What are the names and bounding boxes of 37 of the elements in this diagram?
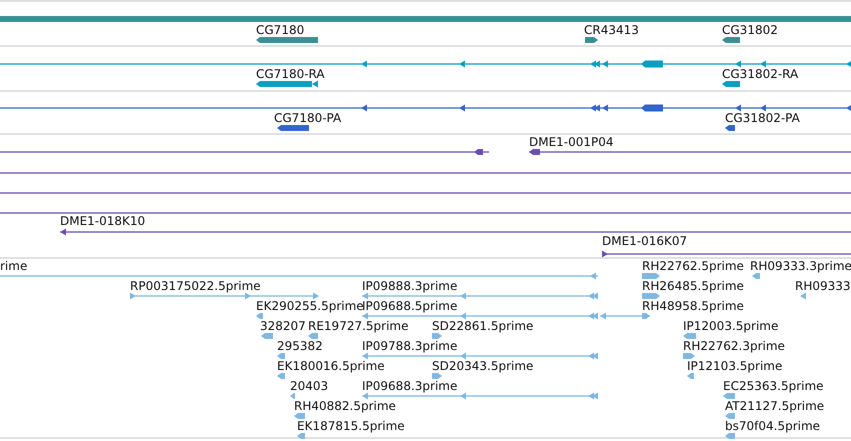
feature-label: DME1-016K07 bbox=[602, 234, 688, 248]
feature-label: DME1-001P04 bbox=[529, 135, 614, 149]
feature-label: bs70f04.5prime bbox=[725, 419, 820, 433]
feature-label: RH40882.5prime bbox=[294, 399, 396, 413]
feature-label: CR43413 bbox=[584, 23, 639, 37]
feature-label: SD20343.5prime bbox=[432, 359, 534, 373]
feature-label: RH22762.3prime bbox=[683, 339, 785, 353]
feature-label: RH09333 bbox=[795, 279, 851, 293]
feature-label: CG31802 bbox=[722, 23, 778, 37]
feature-label: 295382 bbox=[277, 339, 323, 353]
feature-label: IP12003.5prime bbox=[683, 319, 778, 333]
feature-label: RP003175022.5prime bbox=[130, 279, 261, 293]
feature-label: IP09688.5prime bbox=[362, 299, 458, 313]
feature-label: RH26485.5prime bbox=[642, 279, 744, 293]
feature-label: RH09333.3prime bbox=[750, 259, 851, 273]
feature-label: CG31802-PA bbox=[725, 111, 800, 125]
feature-label: EK290255.5prime bbox=[256, 299, 364, 313]
feature-label: 328207 bbox=[260, 319, 306, 333]
feature-label: CG7180-RA bbox=[256, 67, 325, 81]
feature-label: IP09788.3prime bbox=[362, 339, 458, 353]
feature-label: CG7180 bbox=[256, 23, 304, 37]
feature-label: RH48958.5prime bbox=[642, 299, 744, 313]
feature-label: IP09688.3prime bbox=[362, 379, 458, 393]
feature-label: DME1-018K10 bbox=[60, 214, 146, 228]
feature-label: IP09888.3prime bbox=[362, 279, 458, 293]
feature-label: RE19727.5prime bbox=[308, 319, 408, 333]
feature-label: AT21127.5prime bbox=[725, 399, 824, 413]
feature-label: EK180016.5prime bbox=[277, 359, 385, 373]
feature-label: RH22762.5prime bbox=[642, 259, 744, 273]
feature-label: SD22861.5prime bbox=[432, 319, 534, 333]
feature-label: CG7180-PA bbox=[274, 111, 342, 125]
feature-label: IP12103.5prime bbox=[687, 359, 782, 373]
feature-label: CG31802-RA bbox=[722, 67, 798, 81]
feature-label: rime bbox=[0, 259, 28, 273]
feature-label: 20403 bbox=[290, 379, 328, 393]
feature-label: EC25363.5prime bbox=[723, 379, 824, 393]
feature-label: EK187815.5prime bbox=[297, 419, 405, 433]
